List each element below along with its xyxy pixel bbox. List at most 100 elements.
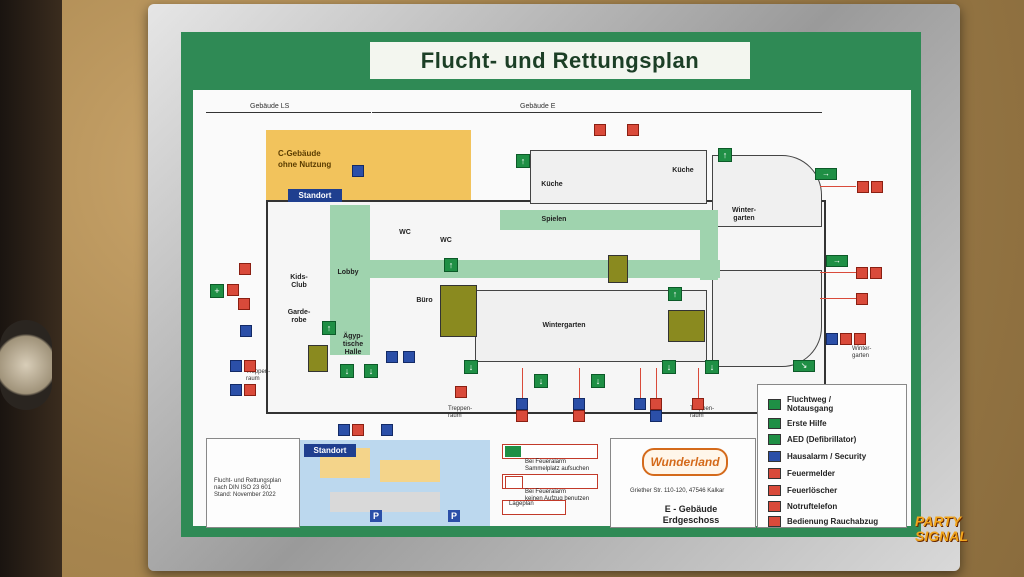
legend-label: Hausalarm / Security [787, 452, 867, 461]
room-label-kueche: Küche [672, 167, 694, 174]
room-label-garderobe: Garde- robe [287, 309, 311, 324]
emergency-exit-icon: ↑ [444, 258, 458, 272]
room-label-wintergarten: Winter- garten [852, 346, 872, 359]
fire-extinguisher-icon [244, 384, 256, 396]
fire-extinguisher-icon [692, 398, 704, 410]
legend-item: Feuerlöscher [768, 485, 837, 496]
fire-alarm-icon [840, 333, 852, 345]
parking-icon: P [370, 510, 382, 522]
parking-icon: P [448, 510, 460, 522]
stairwell [608, 255, 628, 283]
emergency-exit-icon [768, 398, 781, 410]
watermark: PARTY SIGNAL [915, 513, 968, 544]
security-alarm-icon [650, 410, 662, 422]
security-alarm-icon [826, 333, 838, 345]
leader-line [656, 368, 657, 398]
minimap-building [380, 460, 440, 482]
c-building-label: C-Gebäude [278, 149, 321, 158]
assembly-point-text: Bei Feueralarm Sammelplatz aufsuchen [525, 459, 590, 472]
legend-label: Notruftelefon [787, 502, 838, 511]
emergency-exit-icon: ↓ [591, 374, 605, 388]
escape-corridor-main [330, 260, 720, 278]
fire-alarm-icon [352, 424, 364, 436]
emergency-exit-icon: ↓ [534, 374, 548, 388]
dimension-line-ls [206, 112, 371, 113]
emergency-exit-icon: ↑ [668, 287, 682, 301]
emergency-exit-icon: → [815, 168, 837, 180]
fire-extinguisher-icon [854, 333, 866, 345]
fire-alarm-icon [857, 181, 869, 193]
security-alarm-icon [230, 360, 242, 372]
security-alarm-icon [230, 384, 242, 396]
room-label-treppenraum: Treppen- raum [448, 406, 473, 419]
address-text: Griether Str. 110-120, 47546 Kalkar [630, 488, 725, 494]
leader-line [522, 368, 523, 398]
footnote-box [206, 438, 300, 528]
security-alarm-icon [338, 424, 350, 436]
emergency-phone-icon [768, 501, 781, 512]
first-aid-icon [768, 418, 781, 429]
security-alarm-icon [768, 451, 781, 462]
footnote-text: Flucht- und Rettungsplan nach DIN ISO 23… [214, 478, 282, 498]
security-alarm-icon [240, 325, 252, 337]
dark-background-left [0, 0, 62, 577]
emergency-exit-icon: ↓ [705, 360, 719, 374]
security-alarm-icon [381, 424, 393, 436]
escape-corridor-upper [500, 210, 715, 230]
smoke-vent-icon [244, 360, 256, 372]
leader-line [820, 272, 856, 273]
security-alarm-icon [403, 351, 415, 363]
security-alarm-icon [352, 165, 364, 177]
wintergarten-block [712, 155, 822, 227]
assembly-point-note: Bei Feueralarm Sammelplatz aufsuchen [502, 444, 598, 472]
emergency-exit-icon: ↘ [793, 360, 815, 372]
floor-label: E - Gebäude Erdgeschoss [662, 504, 720, 525]
leader-line [820, 298, 856, 299]
room-label-aegyptische-halle: Ägyp- tische Halle [342, 333, 364, 356]
room-label-wintergarten: Wintergarten [542, 322, 586, 329]
site-plan-label: Lageplan [502, 500, 566, 515]
fire-alarm-icon [856, 267, 868, 279]
emergency-exit-icon: ↓ [662, 360, 676, 374]
leader-line [698, 368, 699, 398]
plan-title: Flucht- und Rettungsplan [370, 42, 750, 79]
security-alarm-icon [386, 351, 398, 363]
emergency-exit-icon: ↓ [364, 364, 378, 378]
leader-line [579, 368, 580, 398]
legend-label: Bedienung Rauchabzug [787, 517, 879, 526]
emergency-exit-icon: ↑ [718, 148, 732, 162]
fire-extinguisher-icon [870, 267, 882, 279]
stairwell [440, 285, 477, 337]
fire-extinguisher-icon [768, 485, 781, 496]
room-label-treppenraum: Treppen- raum [246, 369, 271, 382]
smoke-vent-icon [768, 516, 781, 527]
emergency-exit-icon: ↑ [516, 154, 530, 168]
emergency-exit-icon: ↑ [322, 321, 336, 335]
security-alarm-icon [516, 398, 528, 410]
building-e-label: Gebäude E [520, 103, 556, 110]
minimap-parking [330, 492, 440, 512]
first-aid-icon: + [210, 284, 224, 298]
room-label-wc: WC [399, 229, 411, 236]
c-building-note: ohne Nutzung [278, 160, 332, 169]
room-label-lobby: Lobby [337, 269, 359, 276]
fire-alarm-icon [573, 410, 585, 422]
security-alarm-icon [573, 398, 585, 410]
wintergarten-lower-block [712, 270, 822, 367]
legend-item: Notruftelefon [768, 501, 837, 512]
fire-alarm-icon [227, 284, 239, 296]
you-are-here-marker: Standort [288, 189, 342, 202]
legend-item: Hausalarm / Security [768, 451, 866, 462]
no-elevator-text: Bei Feueralarm keinen Aufzug benutzen [525, 489, 590, 502]
fire-extinguisher-icon [455, 386, 467, 398]
room-label-kids-club: Kids- Club [290, 274, 308, 289]
legend-label: Feuermelder [787, 469, 836, 478]
room-label-kueche: Küche [541, 181, 563, 188]
fire-alarm-icon [650, 398, 662, 410]
wunderland-logo: Wunderland [642, 448, 728, 476]
room-label-buero: Büro [416, 297, 433, 304]
legend-label: Erste Hilfe [787, 419, 827, 428]
aed-icon [768, 434, 781, 445]
fire-extinguisher-icon [239, 263, 251, 275]
escape-corridor-right [700, 210, 718, 280]
